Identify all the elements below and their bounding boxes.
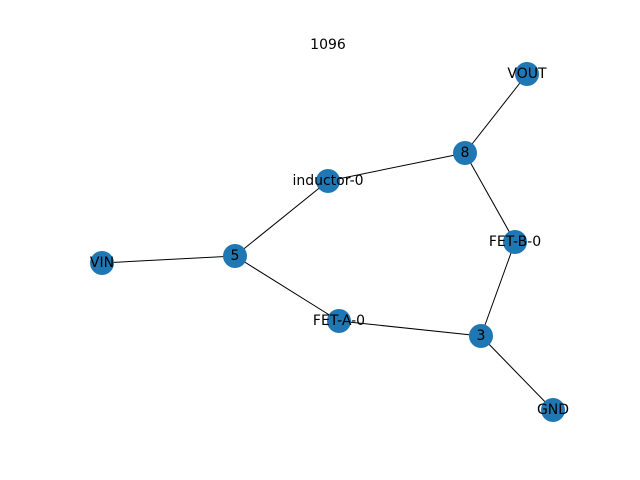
node-vin xyxy=(90,251,114,275)
edge-fet-a-0-3 xyxy=(338,320,482,337)
node-vout xyxy=(515,62,539,86)
node-fet-a-0 xyxy=(327,309,351,333)
edge-8-fet-b-0 xyxy=(464,152,516,243)
edge-3-gnd xyxy=(480,335,554,411)
edge-fet-b-0-3 xyxy=(480,241,516,337)
edge-vin-5 xyxy=(101,255,236,264)
node-label-vout: VOUT xyxy=(507,66,547,82)
nodes-layer xyxy=(90,62,565,422)
node-fet-b-0 xyxy=(503,230,527,254)
graph-title: 1096 xyxy=(310,37,346,53)
edge-vout-8 xyxy=(464,73,528,154)
node-8 xyxy=(453,141,477,165)
edge-5-fet-a-0 xyxy=(234,255,340,322)
node-label-fet-b-0: FET-B-0 xyxy=(489,234,541,250)
node-3 xyxy=(469,324,493,348)
node-label-3: 3 xyxy=(477,328,486,344)
node-label-8: 8 xyxy=(461,145,470,161)
node-label-gnd: GND xyxy=(537,402,569,418)
node-inductor-0 xyxy=(316,169,340,193)
edge-8-inductor-0 xyxy=(327,152,466,182)
node-gnd xyxy=(541,398,565,422)
node-label-vin: VIN xyxy=(90,255,114,271)
node-5 xyxy=(223,244,247,268)
edge-inductor-0-5 xyxy=(234,180,329,257)
node-label-inductor-0: inductor-0 xyxy=(292,173,363,189)
node-label-5: 5 xyxy=(231,248,240,264)
edges-layer xyxy=(101,73,554,411)
node-label-fet-a-0: FET-A-0 xyxy=(313,313,365,329)
